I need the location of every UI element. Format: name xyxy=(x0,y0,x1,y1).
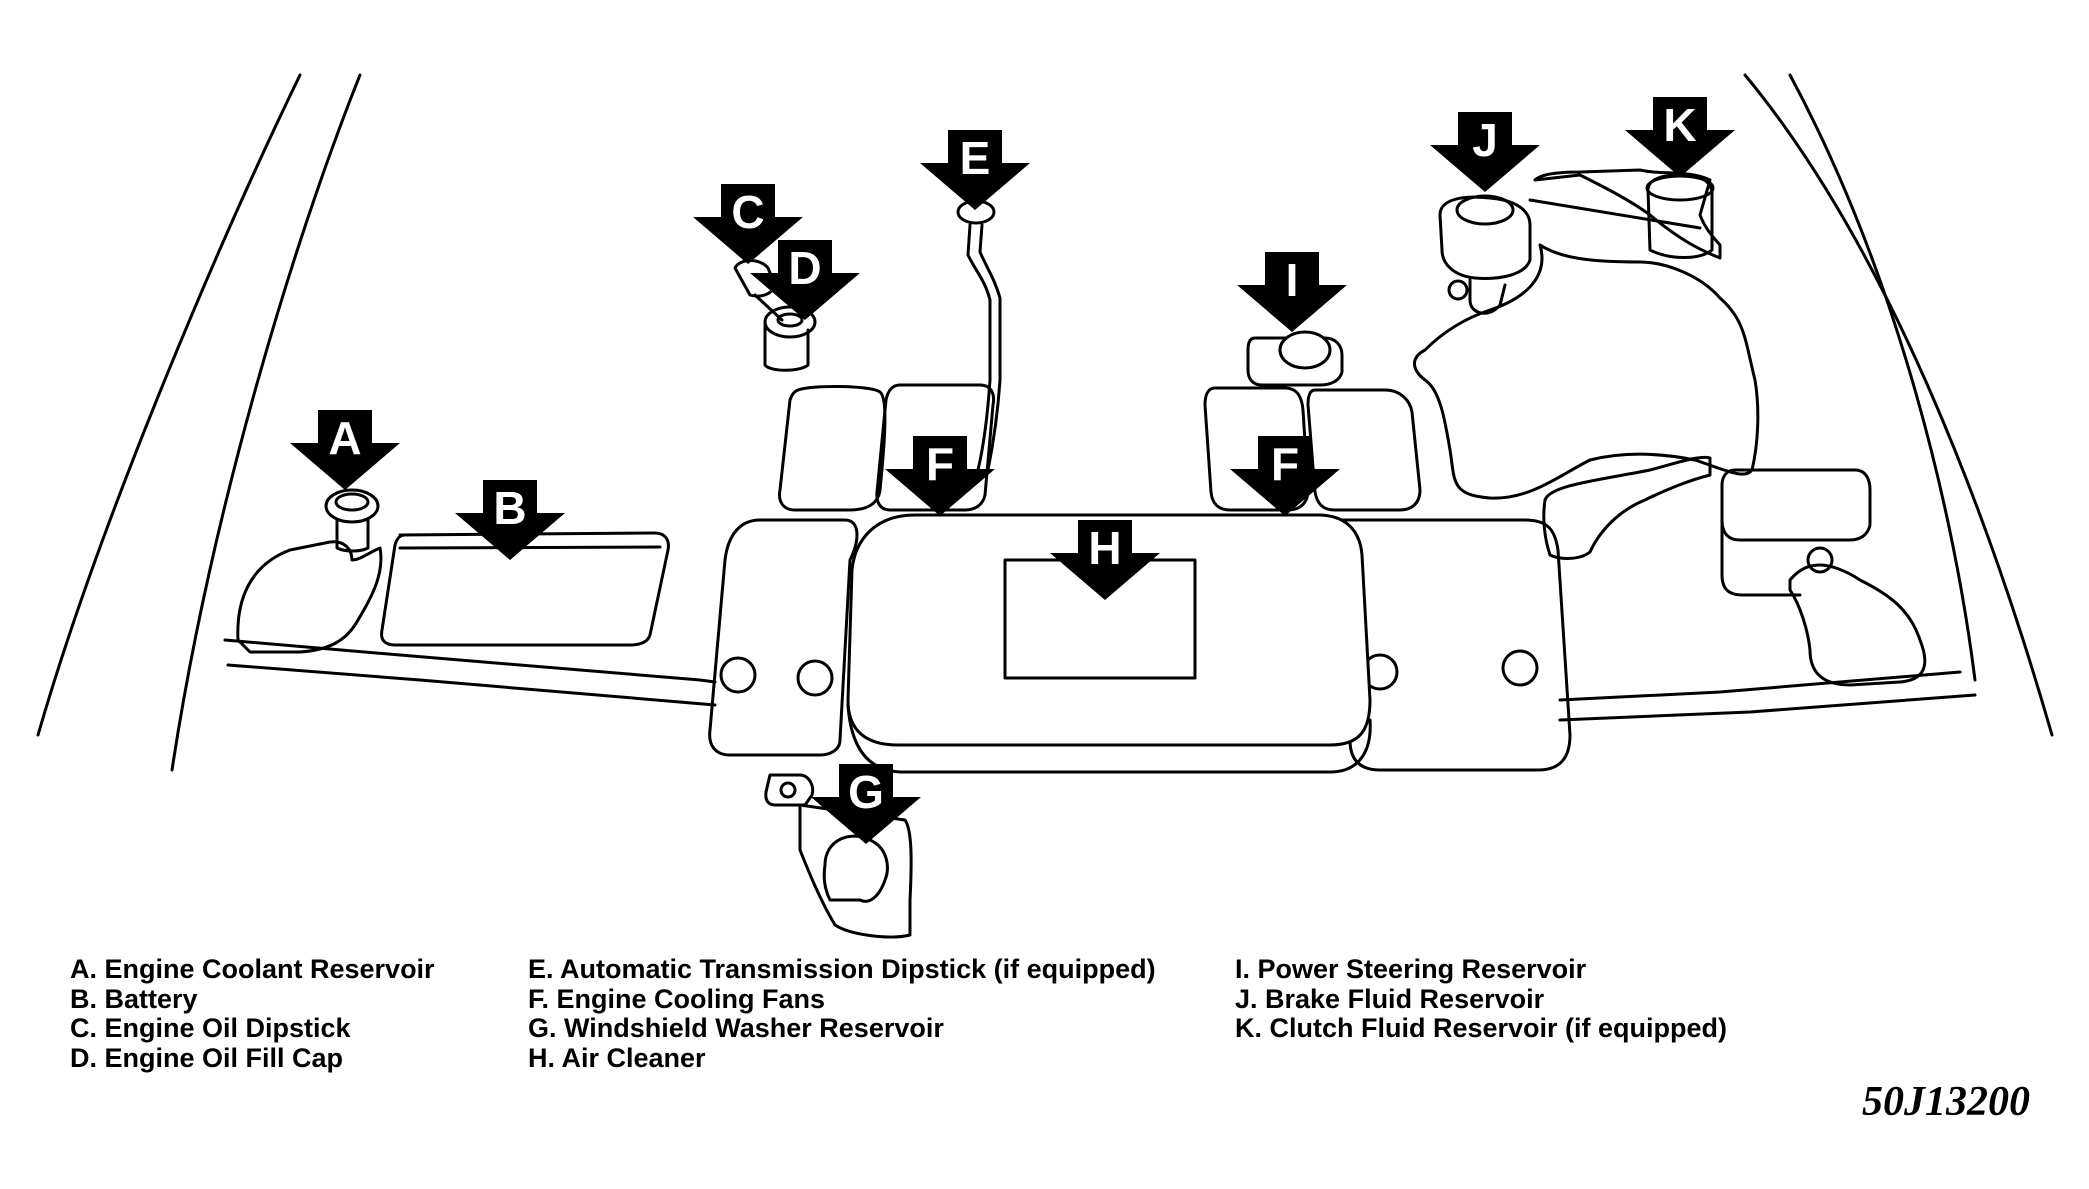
right-fan-housing-2 xyxy=(1306,388,1422,512)
washer-reservoir-body xyxy=(798,803,913,939)
marker-b: B xyxy=(455,480,565,560)
washer-reservoir-cap xyxy=(822,834,889,903)
marker-c-label: C xyxy=(731,186,764,238)
legend-item-j: J. Brake Fluid Reservoir xyxy=(1235,983,1545,1014)
air-cleaner-lower-lip xyxy=(846,703,1372,774)
washer-reservoir-bracket-hole xyxy=(779,781,797,799)
legend-item-g: G. Windshield Washer Reservoir xyxy=(528,1013,944,1043)
right-cowl-lower-line xyxy=(1558,693,1977,722)
legend-column-1: A. Engine Coolant Reservoir B. Battery C… xyxy=(70,954,435,1073)
transmission-dipstick-tube xyxy=(966,223,992,472)
right-reservoir xyxy=(1788,563,1927,687)
intake-duct-edge xyxy=(1528,198,1702,230)
left-fan-housing-2 xyxy=(875,383,996,512)
brake-fluid-reservoir-cap xyxy=(1455,194,1515,226)
coolant-reservoir-tank xyxy=(236,540,383,654)
marker-f-left-label: F xyxy=(926,438,954,490)
legend-item-h: H. Air Cleaner xyxy=(528,1042,706,1073)
clutch-fluid-reservoir-cap xyxy=(1645,174,1715,202)
brake-master-cylinder xyxy=(1468,278,1507,315)
power-steering-reservoir-body xyxy=(1246,336,1344,387)
marker-f-right-label: F xyxy=(1271,438,1299,490)
intake-duct-elbow xyxy=(1542,455,1712,560)
legend-item-a: A. Engine Coolant Reservoir xyxy=(70,954,435,984)
left-fender-inner-line xyxy=(170,73,362,772)
left-cowl-line xyxy=(223,638,717,684)
left-block-hole-2 xyxy=(796,659,834,697)
marker-i-label: I xyxy=(1286,254,1299,306)
marker-g-label: G xyxy=(848,766,884,818)
marker-a-label: A xyxy=(328,412,361,464)
legend-item-f: F. Engine Cooling Fans xyxy=(528,983,825,1014)
left-block-hole-1 xyxy=(719,656,757,694)
oil-dipstick-tube xyxy=(753,293,784,322)
marker-g: G xyxy=(811,764,921,844)
marker-h: H xyxy=(1050,520,1160,600)
marker-j: J xyxy=(1430,112,1540,192)
clutch-fluid-reservoir-body xyxy=(1646,173,1714,259)
legend-item-e: E. Automatic Transmission Dipstick (if e… xyxy=(528,954,1156,984)
right-fender-inner-line xyxy=(1788,73,1977,682)
marker-f-left: F xyxy=(885,436,995,516)
coolant-reservoir-cap-neck xyxy=(335,518,370,553)
oil-fill-cap-inner xyxy=(776,312,804,328)
washer-reservoir-bracket xyxy=(764,773,815,807)
marker-k-label: K xyxy=(1663,99,1696,151)
marker-f-right: F xyxy=(1230,436,1340,516)
right-reservoir-cap xyxy=(1806,546,1834,574)
right-fuse-box xyxy=(1720,468,1872,542)
air-cleaner-housing xyxy=(846,513,1372,747)
legend-item-k: K. Clutch Fluid Reservoir (if equipped) xyxy=(1235,1013,1728,1043)
intake-duct xyxy=(1413,243,1760,500)
right-block-hole-2 xyxy=(1501,649,1539,687)
marker-j-label: J xyxy=(1472,114,1498,166)
right-fuse-box-lower xyxy=(1720,518,1802,597)
marker-b-label: B xyxy=(493,482,526,534)
left-cowl-lower-line xyxy=(226,663,717,707)
legend-item-c: C. Engine Oil Dipstick xyxy=(70,1013,351,1043)
power-steering-reservoir-cap xyxy=(1278,330,1332,370)
marker-h-label: H xyxy=(1088,522,1121,574)
marker-e-label: E xyxy=(960,132,991,184)
battery-box xyxy=(380,531,670,647)
left-intake-block xyxy=(708,518,859,757)
legend-column-3: I. Power Steering Reservoir J. Brake Flu… xyxy=(1235,954,1728,1044)
right-fender-outer-line xyxy=(1743,73,2054,737)
left-fan-housing-1 xyxy=(778,385,887,512)
brake-booster xyxy=(1533,168,1722,260)
right-cowl-line xyxy=(1558,670,1962,702)
brake-line-fitting xyxy=(1447,279,1469,301)
legend-item-b: B. Battery xyxy=(70,983,198,1014)
marker-i: I xyxy=(1237,252,1347,332)
transmission-dipstick-tube-2 xyxy=(978,223,1002,472)
coolant-reservoir-cap-inner xyxy=(334,492,370,512)
left-fender-outer-line xyxy=(36,73,302,737)
marker-d-label: D xyxy=(788,242,821,294)
marker-e: E xyxy=(920,130,1030,210)
battery-top-edge xyxy=(398,545,662,550)
brake-fluid-reservoir-body xyxy=(1438,195,1532,280)
legend-item-i: I. Power Steering Reservoir xyxy=(1235,954,1587,984)
marker-d: D xyxy=(750,240,860,320)
legend-item-d: D. Engine Oil Fill Cap xyxy=(70,1042,344,1073)
oil-fill-cap-neck xyxy=(763,323,810,372)
right-intake-block xyxy=(1338,518,1572,772)
marker-k: K xyxy=(1625,97,1735,177)
legend-column-2: E. Automatic Transmission Dipstick (if e… xyxy=(528,954,1156,1073)
figure-code: 50J13200 xyxy=(1862,1079,2030,1125)
marker-a: A xyxy=(290,410,400,490)
coolant-reservoir-cap xyxy=(324,488,380,524)
marker-c: C xyxy=(693,184,803,264)
